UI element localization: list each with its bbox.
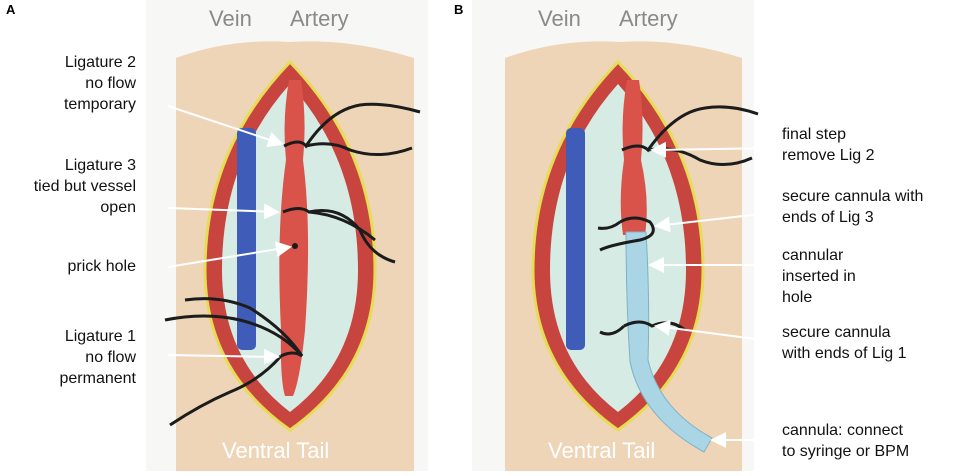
panel-b-letter: B <box>454 2 464 17</box>
annotation-prick-hole: prick hole <box>67 258 136 275</box>
annotation-secure-lig1: secure cannula with ends of Lig 1 <box>782 324 907 362</box>
arrow-ligature-2 <box>167 105 284 148</box>
panel-a-artery <box>279 80 309 396</box>
panel-b-artery <box>620 80 647 235</box>
arrow-prick-hole <box>167 241 292 268</box>
panel-b-vein-label: Vein <box>538 6 581 31</box>
panel-b-drawing <box>472 0 759 471</box>
arrow-ligature-3 <box>167 203 280 220</box>
annotation-ligature-1: Ligature 1 no flow permanent <box>59 328 137 387</box>
panel-b-footer-label: Ventral Tail <box>548 438 656 463</box>
annotation-ligature-3: Ligature 3 tied but vessel open <box>33 157 136 216</box>
arrow-secure-lig3 <box>654 211 779 233</box>
annotation-ligature-2: Ligature 2 no flow temporary <box>63 54 136 113</box>
panel-a-drawing <box>146 0 428 471</box>
annotation-secure-lig3: secure cannula with ends of Lig 3 <box>782 188 924 226</box>
arrow-secure-lig1 <box>654 319 779 343</box>
annotation-cannula-connect: cannula: connect to syringe or BPM <box>782 422 910 460</box>
panel-b-artery-label: Artery <box>619 6 678 31</box>
annotation-final-step: final step remove Lig 2 <box>782 126 875 164</box>
panel-a-vein-label: Vein <box>209 6 252 31</box>
arrow-ligature-1 <box>167 348 280 365</box>
panel-a-letter: A <box>6 2 16 17</box>
panel-a-artery-label: Artery <box>290 6 349 31</box>
panel-b-vein <box>566 128 585 350</box>
panel-a-arrows <box>167 105 292 365</box>
arrow-final-step <box>650 141 779 158</box>
panel-a-vein <box>237 128 256 350</box>
annotation-cannula-inserted: cannular inserted in hole <box>782 247 856 306</box>
panel-a-prick-hole <box>292 243 298 249</box>
panel-a-ligatures <box>164 102 421 427</box>
panel-b-arrows <box>648 141 779 448</box>
panel-a-footer-label: Ventral Tail <box>222 438 330 463</box>
